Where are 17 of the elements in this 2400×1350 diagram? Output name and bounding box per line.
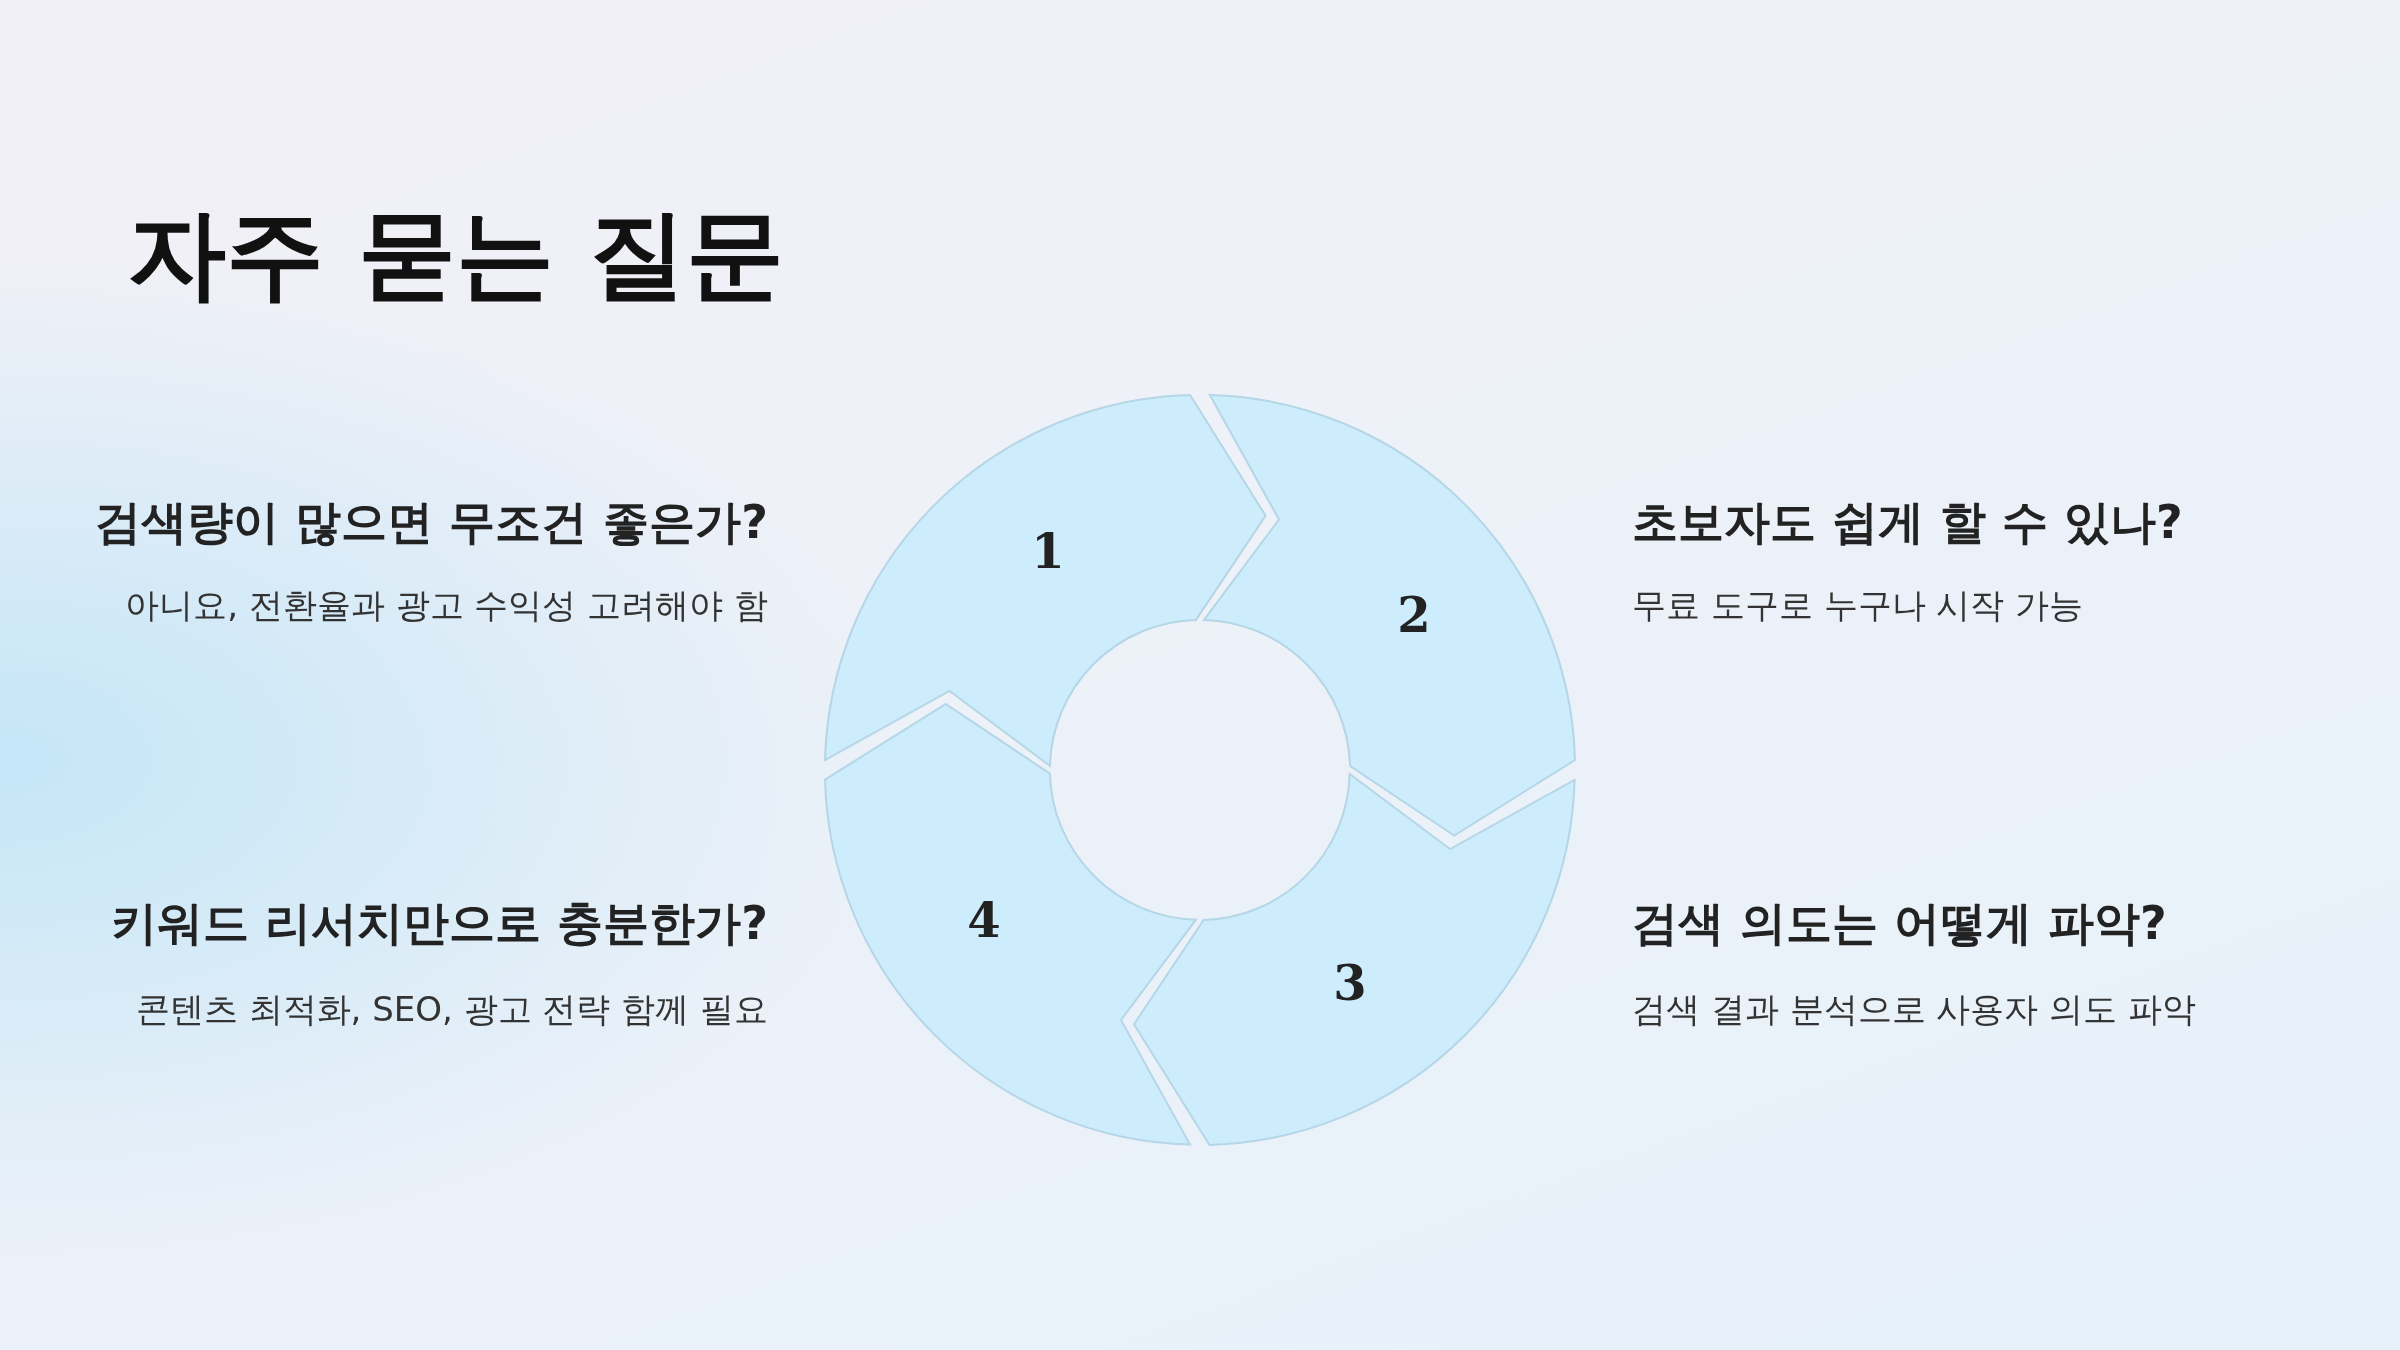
question-text: 초보자도 쉽게 할 수 있나? bbox=[1632, 494, 2183, 551]
step-number: 3 bbox=[1333, 955, 1367, 1011]
title: 자주 묻는 질문 bbox=[128, 196, 785, 313]
ring-segment bbox=[825, 395, 1266, 767]
ring-segment bbox=[1203, 395, 1575, 836]
question-text: 검색량이 많으면 무조건 좋은가? bbox=[95, 494, 768, 551]
answer-text: 검색 결과 분석으로 사용자 의도 파악 bbox=[1632, 988, 2197, 1031]
step-number: 4 bbox=[967, 892, 1001, 948]
question-text: 키워드 리서치만으로 충분한가? bbox=[111, 895, 768, 952]
ring-segment bbox=[825, 704, 1197, 1145]
answer-text: 아니요, 전환율과 광고 수익성 고려해야 함 bbox=[125, 584, 768, 627]
step-number: 1 bbox=[1031, 523, 1065, 579]
answer-text: 콘텐츠 최적화, SEO, 광고 전략 함께 필요 bbox=[135, 988, 768, 1031]
step-number: 2 bbox=[1397, 587, 1431, 643]
answer-text: 무료 도구로 누구나 시작 가능 bbox=[1632, 584, 2084, 627]
question-text: 검색 의도는 어떻게 파악? bbox=[1632, 895, 2167, 952]
ring-segment bbox=[1134, 773, 1575, 1145]
